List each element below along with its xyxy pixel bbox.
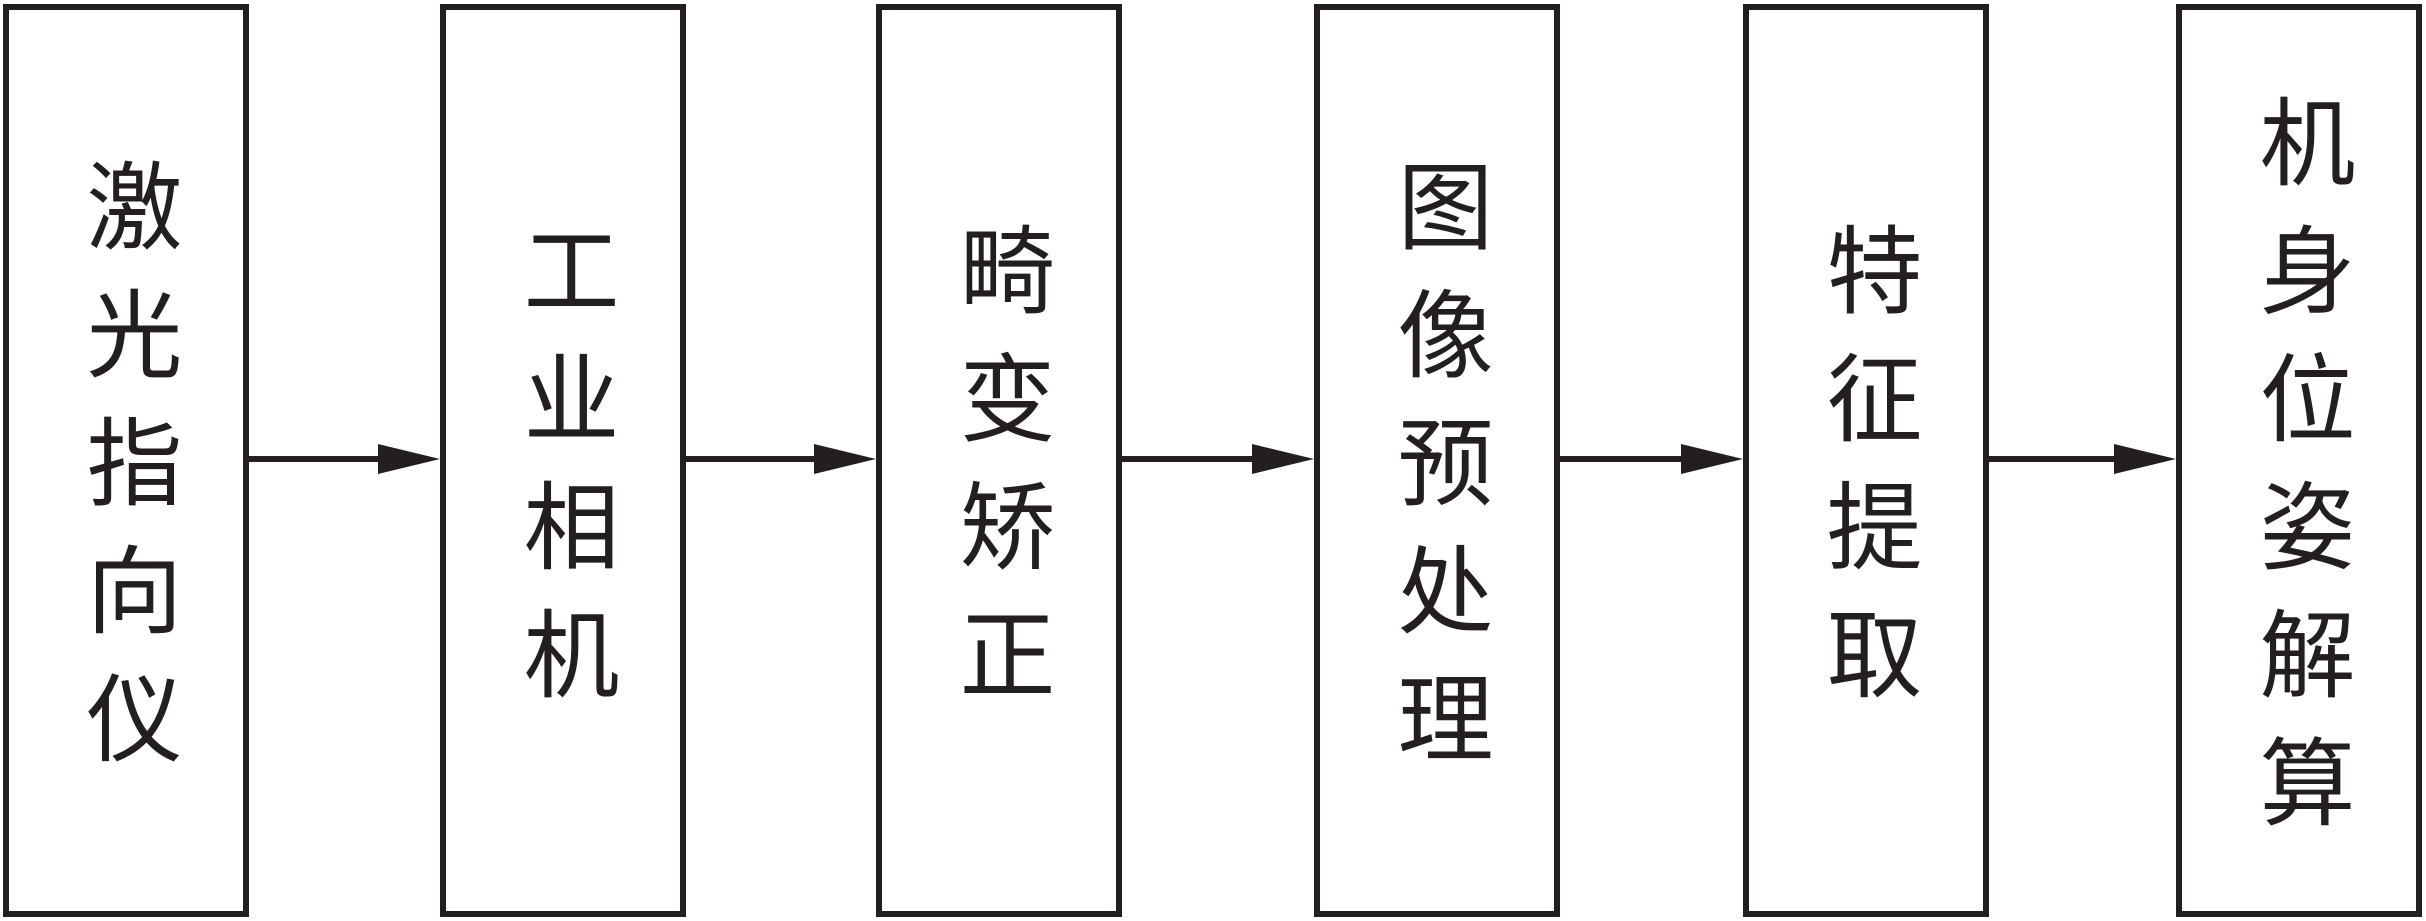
node-label: 特征提取 — [1810, 220, 1922, 733]
edge-3-arrowhead — [1252, 444, 1314, 474]
edge-3-arrow — [1122, 444, 1314, 474]
node-label: 图像预处理 — [1381, 156, 1493, 797]
node-feature-extraction: 特征提取 — [1743, 4, 1989, 917]
node-image-preprocessing: 图像预处理 — [1314, 4, 1560, 917]
node-pose-solving: 机身位姿解算 — [2176, 4, 2422, 917]
node-label: 工业相机 — [507, 220, 619, 733]
node-distortion-correction: 畸变矫正 — [876, 4, 1122, 917]
node-industrial-camera: 工业相机 — [440, 4, 686, 917]
node-label: 激光指向仪 — [70, 156, 182, 797]
node-laser-pointer: 激光指向仪 — [3, 4, 249, 917]
edge-5-arrowhead — [2114, 444, 2176, 474]
edge-1-arrowhead — [378, 444, 440, 474]
edge-4-arrowhead — [1681, 444, 1743, 474]
edge-5-arrow — [1989, 444, 2176, 474]
node-label: 畸变矫正 — [943, 220, 1055, 733]
edge-4-arrow — [1560, 444, 1743, 474]
edge-2-arrow — [686, 444, 876, 474]
edge-1-arrow — [249, 444, 440, 474]
edge-2-arrowhead — [814, 444, 876, 474]
node-label: 机身位姿解算 — [2243, 92, 2355, 861]
